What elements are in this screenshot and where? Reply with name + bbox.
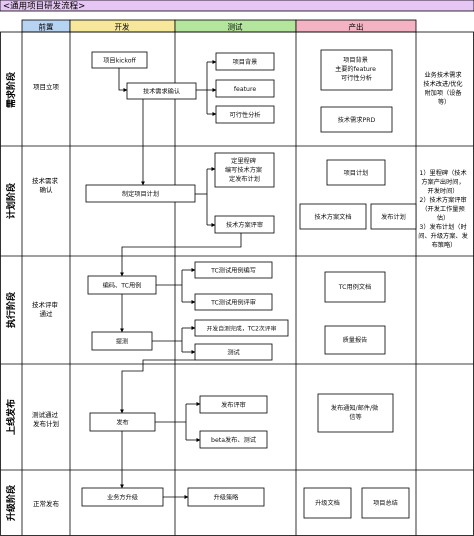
output-project-plan-label: 项目计划 (344, 169, 369, 177)
node-selftest (194, 319, 289, 337)
note-planning: 1）里程碑（技术 方案产出时间， 开发时间） 2）技术方案评审 （开发工作量预 … (418, 169, 469, 249)
node-upgrade-strategy-label: 升级策略 (214, 494, 240, 502)
node-submit (91, 331, 153, 351)
node-bg-label: 项目背景 (233, 58, 258, 66)
header-dev-label: 开发 (115, 22, 130, 32)
node-submit-label: 提测 (116, 338, 128, 346)
node-plan-review-label: 技术方案评审 (226, 221, 263, 229)
node-upgrade-strategy (187, 487, 265, 507)
node-kickoff-label: 项目kickoff (103, 58, 136, 65)
output-upgrade-doc-label: 升级文档 (315, 499, 340, 507)
node-milestones-label: 定里程碑 编写技术方案 定发布计划 (225, 157, 264, 183)
arrow-testing-to-release (120, 359, 195, 414)
node-tech-confirm-label: 技术需求确认 (143, 88, 180, 96)
output-project-plan (326, 159, 386, 186)
arrow-kickoff-to-confirm (118, 68, 128, 92)
header-output-label: 产出 (349, 22, 364, 32)
node-selftest-label: 开发自测完成，TC2次评审 (206, 325, 276, 333)
precondition-upgrade: 正常发布 (33, 499, 60, 508)
node-release (89, 412, 156, 432)
arrow-review-to-coding (120, 233, 242, 277)
output-prd (320, 106, 393, 133)
output-quality-report-label: 质量报告 (343, 336, 368, 344)
precondition-requirements: 项目立项 (33, 82, 60, 91)
node-tc-write (194, 261, 273, 279)
output-quality-report (324, 325, 386, 355)
output-upgrade-doc (303, 487, 352, 519)
node-tc-review (194, 293, 273, 311)
output-plan-doc (299, 203, 367, 230)
node-tech-confirm (126, 82, 197, 100)
node-testing (194, 343, 273, 361)
output-release-plan-label: 发布计划 (381, 213, 406, 221)
output-summary-label: 项目总结 (373, 499, 398, 507)
output-release-notice (317, 393, 394, 433)
node-tc-write-label: TC测试用例编写 (210, 267, 256, 275)
node-biz-upgrade (81, 487, 164, 507)
node-kickoff (91, 51, 148, 69)
node-release-review (199, 395, 268, 414)
diagram-title: <通用项目研发流程> (3, 1, 85, 12)
phase-requirements: 需求阶段 (5, 71, 17, 108)
node-tc-review-label: TC测试用例评审 (210, 299, 256, 307)
node-feature (215, 79, 275, 98)
node-make-plan (85, 184, 196, 203)
output-tc-doc-label: TC用例文档 (338, 283, 372, 291)
node-milestones (214, 152, 275, 188)
node-coding-label: 编码、TC用例 (103, 282, 142, 290)
precondition-planning: 技术需求 确认 (32, 176, 60, 194)
phase-planning: 计划阶段 (5, 182, 17, 219)
node-biz-upgrade-label: 业务方升级 (107, 494, 138, 502)
precondition-launch: 测试通过 发布计划 (32, 410, 60, 428)
node-beta-label: beta发布、测试 (211, 436, 256, 444)
header-test-label: 测试 (228, 22, 243, 32)
output-release-plan (370, 203, 417, 230)
output-req-doc (320, 49, 393, 91)
phase-upgrade: 升级阶段 (5, 484, 17, 521)
node-plan-review (214, 215, 275, 234)
phase-execution: 执行阶段 (5, 291, 17, 328)
output-summary (361, 487, 410, 519)
node-beta (199, 430, 268, 449)
node-feature-label: feature (234, 86, 257, 93)
node-feasibility (215, 105, 275, 124)
output-prd-label: 技术需求PRD (338, 116, 376, 124)
header-precondition-label: 前置 (39, 22, 54, 32)
precondition-execution: 技术评审 通过 (32, 300, 60, 318)
node-make-plan-label: 制定项目计划 (122, 190, 159, 198)
title-bar (0, 0, 474, 12)
output-req-doc-label: 项目背景 主要的feature 可行性分析 (335, 56, 378, 82)
node-release-review-label: 发布评审 (221, 401, 246, 409)
node-coding (87, 275, 157, 295)
phase-launch: 上线发布 (5, 399, 17, 435)
node-bg (215, 52, 275, 71)
output-plan-doc-label: 技术方案文档 (314, 213, 351, 221)
node-testing-label: 测试 (227, 349, 239, 357)
note-requirements: 业务技术需求 技术改进/优化 附加项（设备 等） (423, 71, 464, 106)
output-release-notice-label: 发布通知/邮件/微 信等 (331, 404, 380, 421)
node-feasibility-label: 可行性分析 (230, 111, 261, 119)
node-release-label: 发布 (116, 419, 128, 427)
output-tc-doc (324, 271, 386, 303)
